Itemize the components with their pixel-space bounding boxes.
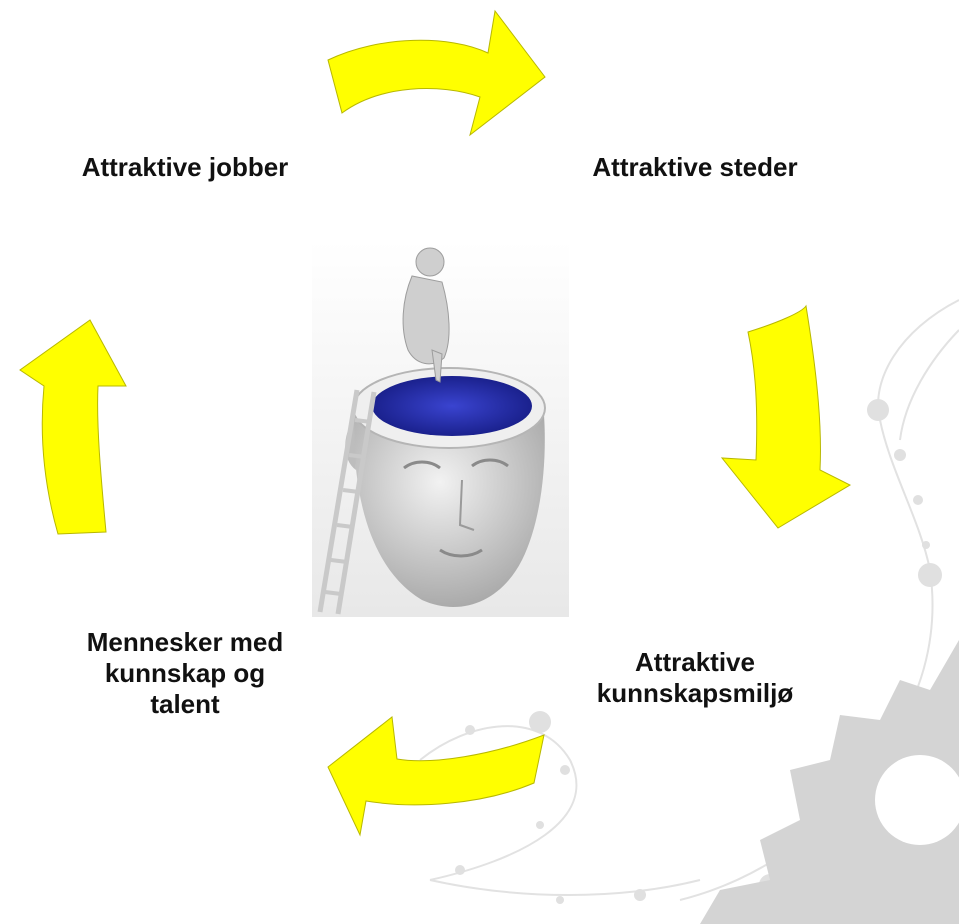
curved-arrow-icon (327, 716, 545, 837)
arrow-bottom (327, 716, 545, 837)
arrow-left (19, 319, 127, 535)
curved-arrow-icon (327, 9, 546, 137)
label-attraktive-kunnskapsmiljo: Attraktive kunnskapsmiljø (596, 647, 794, 708)
arrow-top (327, 9, 546, 137)
ladder-icon (317, 389, 377, 615)
head-shape (353, 415, 545, 607)
label-attraktive-steder: Attraktive steder (592, 152, 798, 182)
thinker-head-icon (312, 240, 569, 617)
thinker-figure (402, 247, 450, 383)
gear-icon (700, 640, 959, 924)
water-icon (372, 376, 532, 436)
curved-arrow-icon (720, 304, 852, 529)
label-attraktive-jobber: Attraktive jobber (81, 152, 289, 182)
curved-arrow-icon (19, 319, 127, 535)
label-mennesker-med-kunnskap: Mennesker med kunnskap og talent (86, 627, 284, 719)
arrow-right (720, 304, 852, 529)
